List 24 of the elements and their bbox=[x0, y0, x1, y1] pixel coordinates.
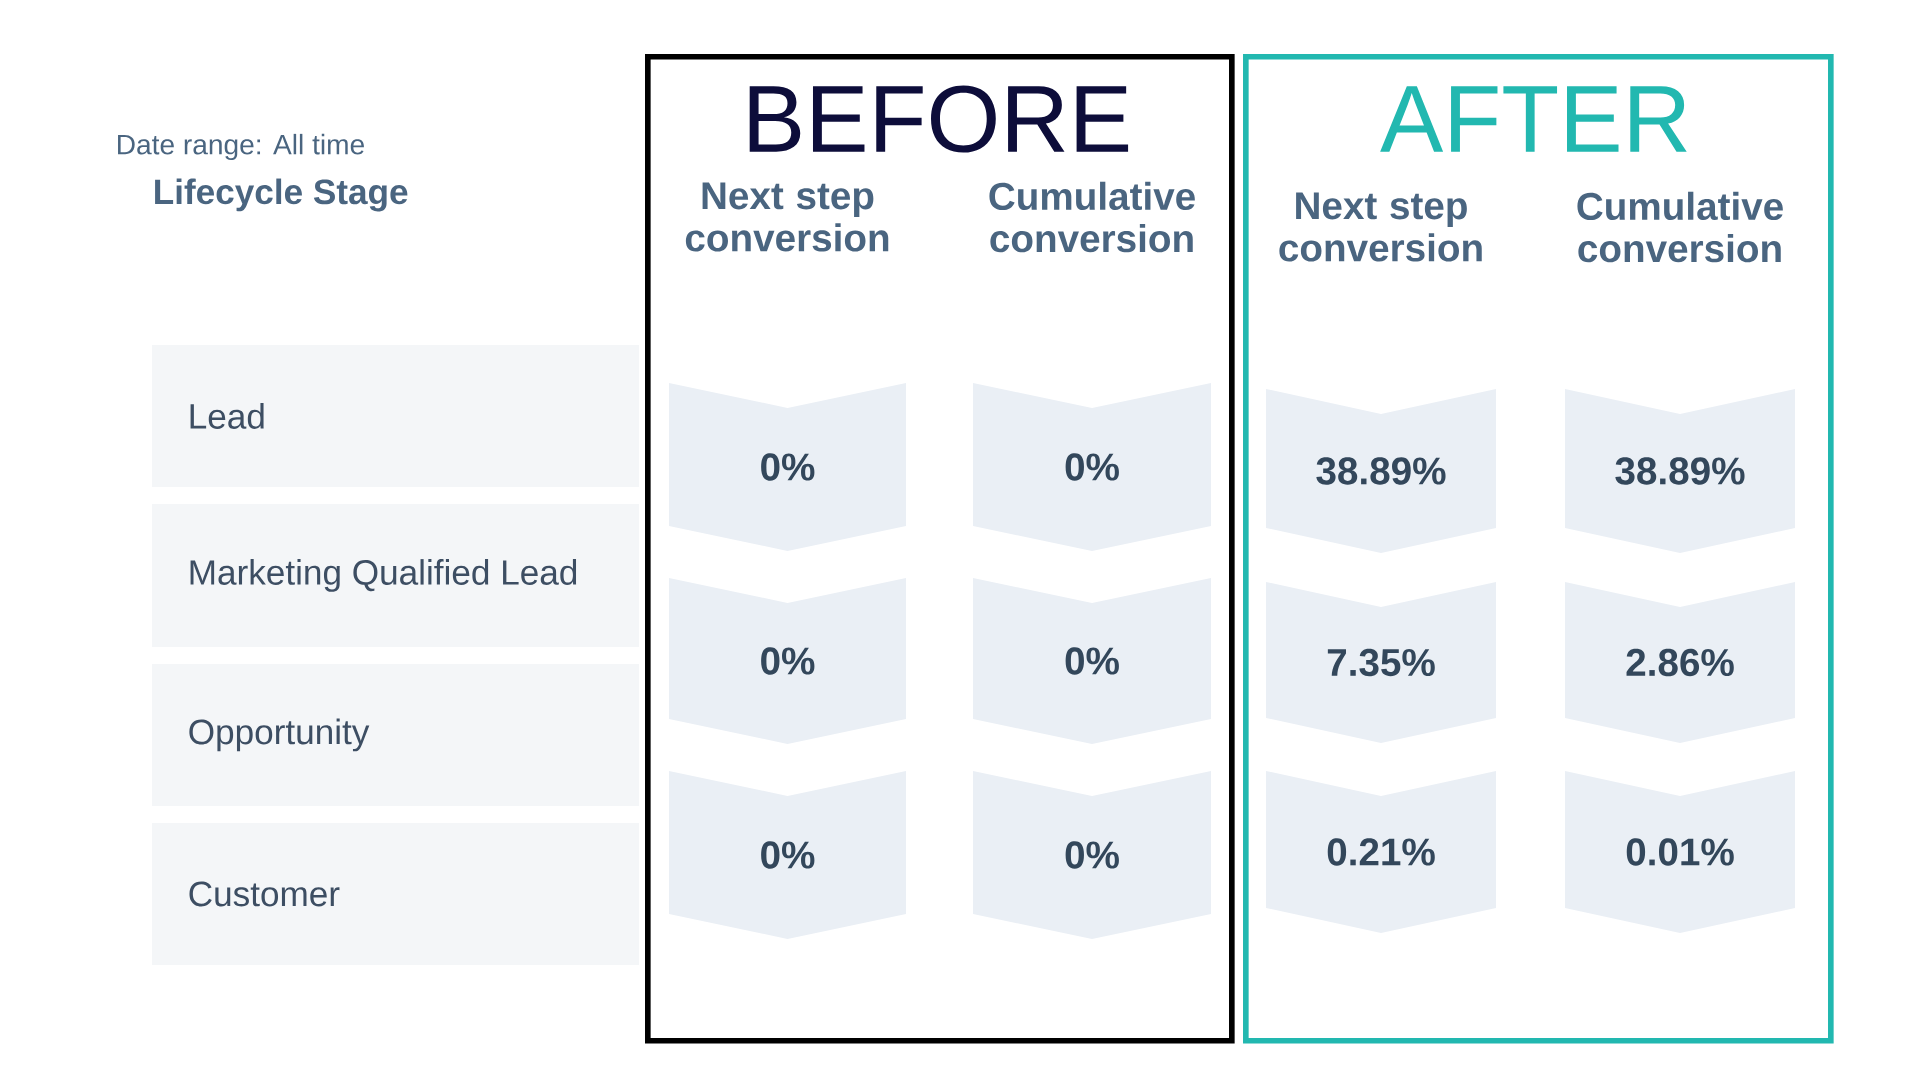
value-tile: 0% bbox=[973, 771, 1211, 939]
value-tile: 7.35% bbox=[1266, 582, 1496, 743]
value-tile: 0% bbox=[973, 578, 1211, 744]
stage-row: Opportunity bbox=[152, 664, 639, 806]
value-tile: 38.89% bbox=[1565, 389, 1795, 553]
value-tile: 0% bbox=[669, 771, 906, 939]
column-header: Next step conversion bbox=[685, 182, 889, 252]
value-tile: 0% bbox=[669, 383, 906, 551]
stage-row: Lead bbox=[152, 345, 639, 487]
column-header: Cumulative conversion bbox=[1577, 191, 1783, 263]
column-header: Next step conversion bbox=[1279, 192, 1482, 262]
value-tile: 0% bbox=[973, 383, 1211, 551]
panel-heading: BEFORE bbox=[749, 85, 1129, 153]
value-tile: 0.01% bbox=[1565, 771, 1795, 933]
column-heading: Lifecycle Stage bbox=[155, 178, 408, 212]
value-tile: 2.86% bbox=[1565, 582, 1795, 743]
column-header: Cumulative conversion bbox=[989, 181, 1195, 253]
stage-row: Customer bbox=[152, 823, 639, 965]
stage-row: Marketing Qualified Lead bbox=[152, 504, 639, 647]
value-tile: 38.89% bbox=[1266, 389, 1496, 553]
value-tile: 0.21% bbox=[1266, 771, 1496, 933]
panel-heading: AFTER bbox=[1380, 86, 1687, 152]
value-tile: 0% bbox=[669, 578, 906, 744]
date-range-text: Date range: All time bbox=[118, 133, 364, 161]
